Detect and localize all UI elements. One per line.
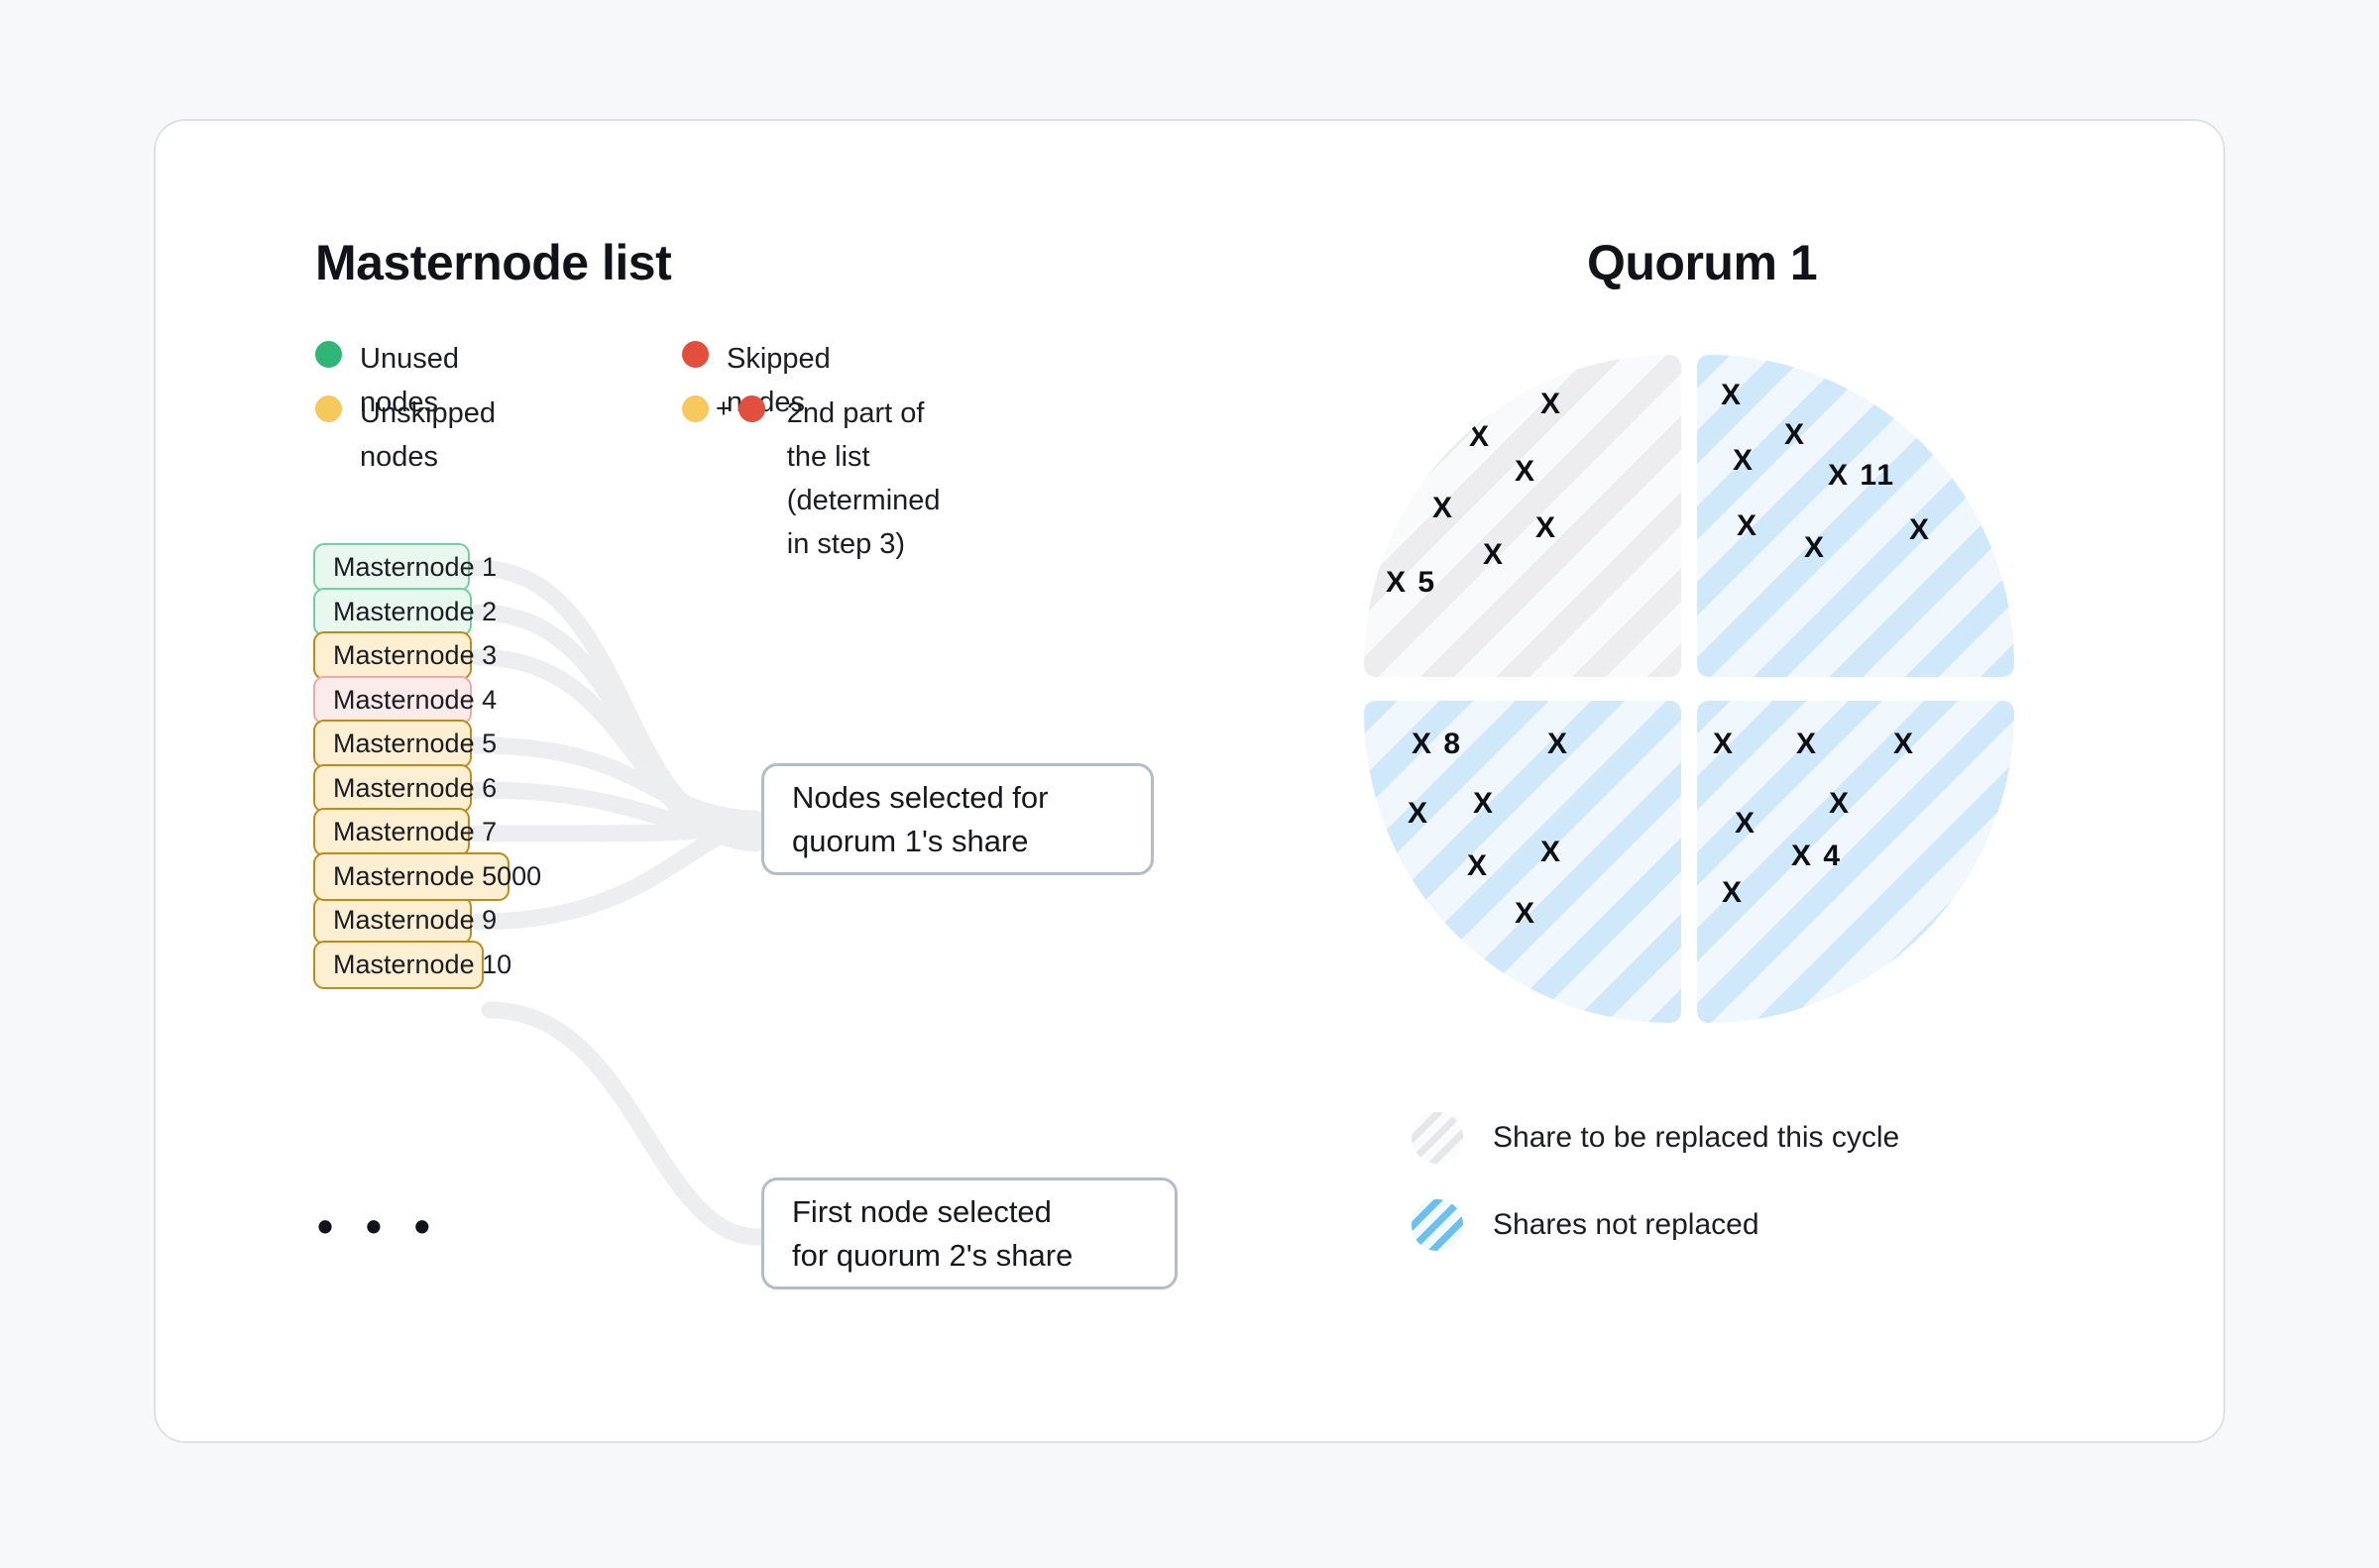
- masternode-chip-label: Masternode 2: [333, 596, 498, 626]
- share-x-mark: X: [1737, 509, 1759, 542]
- list-ellipsis: • • •: [317, 1200, 440, 1252]
- share-x-mark: X: [1483, 538, 1506, 571]
- masternode-chip-label: Masternode 9: [333, 905, 498, 935]
- masternode-chip-label: Masternode 6: [333, 772, 498, 803]
- legend-item-unused: Unused nodes: [315, 337, 459, 424]
- legend-item-unskipped: Unskipped nodes: [315, 392, 496, 479]
- masternode-chip-label: Masternode 7: [333, 817, 498, 846]
- red-dot-icon: [682, 341, 709, 368]
- masternode-chip-label: Masternode 5000: [333, 861, 542, 891]
- share-x-mark: X 8: [1412, 728, 1463, 760]
- share-x-mark: X: [1515, 455, 1537, 488]
- share-x-mark: X: [1540, 836, 1563, 868]
- share-x-mark: X: [1722, 876, 1745, 909]
- green-dot-icon: [315, 341, 342, 368]
- masternode-chip[interactable]: Masternode 7: [313, 808, 497, 856]
- masternode-chip[interactable]: Masternode 6: [313, 763, 497, 813]
- legend-item-second-part: + 2nd part of the list (determined in st…: [682, 392, 941, 566]
- masternode-chip[interactable]: Masternode 3: [313, 631, 497, 680]
- share-x-mark: X: [1535, 511, 1558, 544]
- share-x-mark: X: [1784, 418, 1807, 451]
- red-dot-icon: [737, 395, 765, 422]
- masternode-chip-label: Masternode 10: [333, 949, 512, 979]
- share-x-mark: X: [1432, 492, 1455, 524]
- masternode-chip[interactable]: Masternode 4: [313, 675, 497, 725]
- share-x-mark: X: [1515, 897, 1537, 930]
- legend-item-skipped: Skipped nodes: [682, 337, 831, 424]
- share-x-mark: X: [1467, 849, 1490, 882]
- share-x-mark: X: [1721, 379, 1744, 411]
- legend-label-skipped: Skipped nodes: [727, 343, 831, 418]
- masternode-chip-label: Masternode 4: [333, 684, 498, 715]
- callout-nodes-for-quorum-1: Nodes selected for quorum 1's share: [761, 763, 1154, 875]
- share-x-mark: X: [1473, 787, 1496, 820]
- share-x-mark: X: [1893, 728, 1916, 760]
- legend-label-share-replaced: Share to be replaced this cycle: [1493, 1121, 1900, 1154]
- masternode-chip-label: Masternode 1: [333, 552, 498, 582]
- share-x-mark: X: [1804, 531, 1827, 564]
- page-title-masternode-list: Masternode list: [315, 235, 672, 290]
- share-x-mark: X: [1408, 797, 1430, 830]
- share-x-mark: X: [1733, 444, 1756, 477]
- legend-label-shares-not-replaced: Shares not replaced: [1493, 1208, 1759, 1241]
- grey-hatch-swatch-icon: [1412, 1112, 1463, 1164]
- blue-hatch-swatch-icon: [1412, 1199, 1463, 1251]
- masternode-chip-label: Masternode 3: [333, 640, 498, 670]
- legend-item-share-replaced: Share to be replaced this cycle: [1412, 1112, 1899, 1164]
- amber-dot-icon: [315, 395, 342, 422]
- masternode-chip[interactable]: Masternode 9: [313, 896, 497, 945]
- share-x-mark: X: [1909, 513, 1932, 546]
- share-x-mark: X: [1540, 388, 1563, 420]
- legend-item-shares-not-replaced: Shares not replaced: [1412, 1199, 1759, 1251]
- share-x-mark: X 11: [1828, 459, 1896, 492]
- masternode-chip[interactable]: Masternode 10: [313, 940, 511, 989]
- page-title-quorum-1: Quorum 1: [1587, 235, 1818, 290]
- share-x-mark: X: [1735, 807, 1757, 840]
- share-x-mark: X 4: [1791, 840, 1843, 872]
- amber-dot-icon: [682, 395, 709, 422]
- share-x-mark: X: [1829, 787, 1852, 820]
- masternode-chip[interactable]: Masternode 5: [313, 720, 497, 768]
- share-x-mark: X: [1796, 728, 1819, 760]
- masternode-chip[interactable]: Masternode 1: [313, 543, 497, 592]
- masternode-chip[interactable]: Masternode 2: [313, 587, 497, 636]
- share-x-mark: X: [1469, 420, 1492, 453]
- plus-sign: +: [716, 393, 732, 423]
- share-x-mark: X 5: [1386, 566, 1437, 599]
- share-x-mark: X: [1713, 728, 1736, 760]
- share-x-mark: X: [1547, 728, 1570, 760]
- masternode-chip[interactable]: Masternode 5000: [313, 852, 541, 901]
- callout-first-node-quorum-2: First node selected for quorum 2's share: [761, 1177, 1178, 1289]
- legend-label-unskipped: Unskipped nodes: [360, 397, 497, 473]
- legend-label-second-part: 2nd part of the list (determined in step…: [786, 397, 941, 560]
- legend-label-unused: Unused nodes: [360, 343, 459, 418]
- masternode-chip-label: Masternode 5: [333, 728, 498, 758]
